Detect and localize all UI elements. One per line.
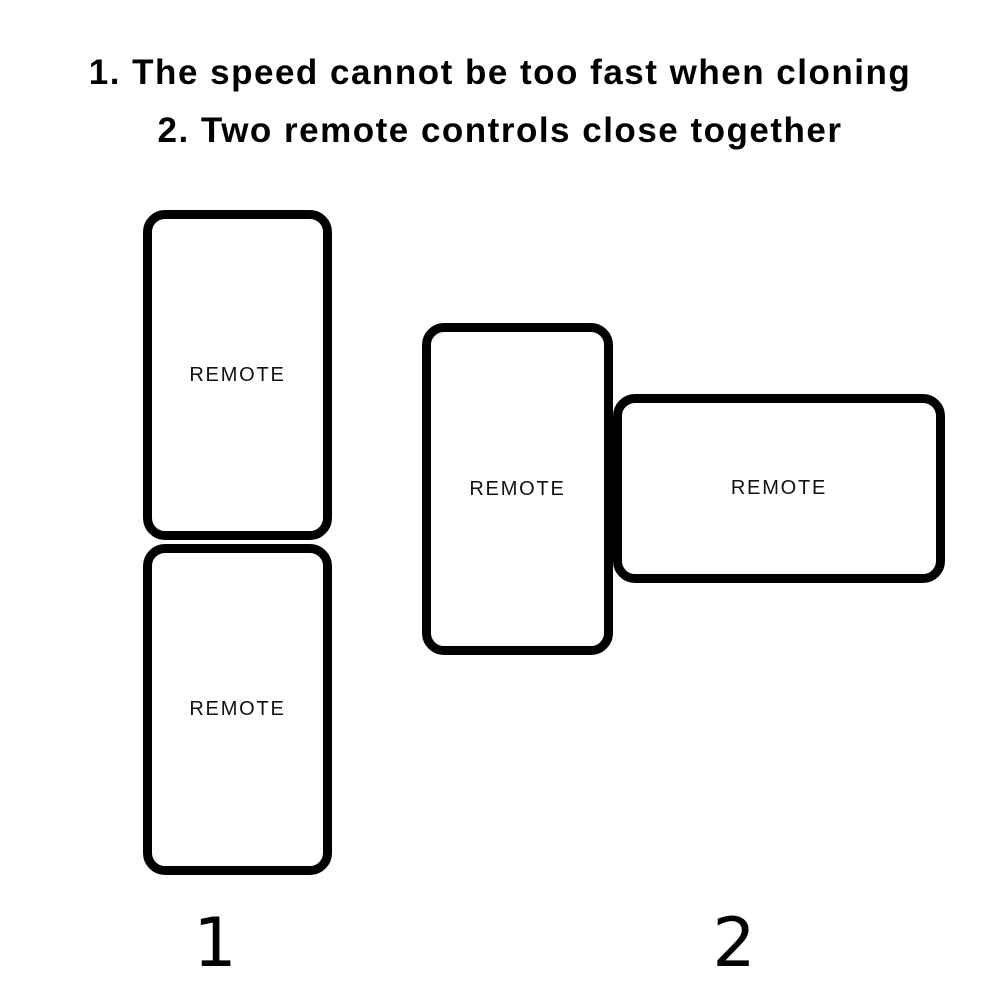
instruction-line-2: 2. Two remote controls close together xyxy=(157,111,843,150)
figure2-remote-vertical-outline: REMOTE xyxy=(422,323,613,655)
figure2-number: 2 xyxy=(712,904,756,983)
figure1-remote-top-outline: REMOTE xyxy=(143,210,332,540)
remote-label: REMOTE xyxy=(469,477,566,500)
figure2-remote-horizontal-outline: REMOTE xyxy=(613,394,945,583)
figure1-remote-bottom-outline: REMOTE xyxy=(143,544,332,875)
instruction-line-1: 1. The speed cannot be too fast when clo… xyxy=(88,53,912,92)
instructions-title: 1. The speed cannot be too fast when clo… xyxy=(0,44,1000,160)
remote-label: REMOTE xyxy=(730,477,828,499)
remote-label: REMOTE xyxy=(189,698,286,720)
remote-label: REMOTE xyxy=(189,363,286,386)
figure1-number: 1 xyxy=(193,904,237,983)
